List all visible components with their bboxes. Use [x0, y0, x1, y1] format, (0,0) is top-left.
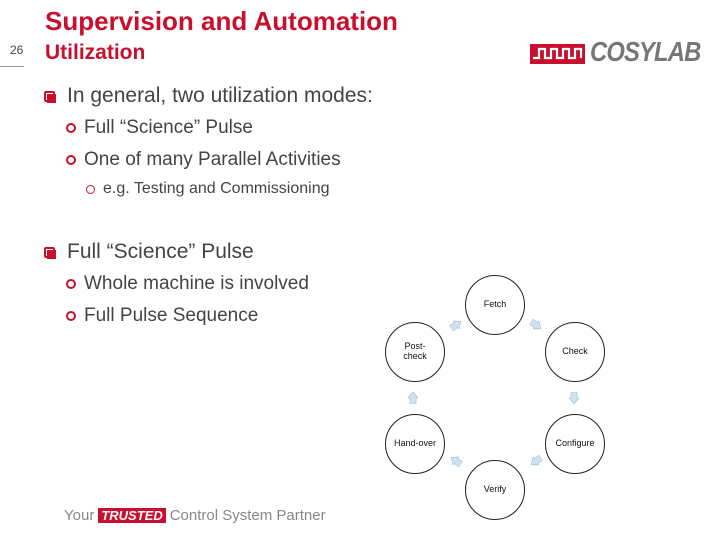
- section1-item-2: One of many Parallel Activities: [84, 149, 341, 170]
- cosylab-logo-icon: [530, 44, 585, 64]
- cycle-node-fetch: Fetch: [465, 275, 525, 335]
- square-bullet-icon: [44, 246, 56, 259]
- arrow-down-icon: [569, 392, 579, 404]
- cycle-node-post-check: Post-check: [385, 322, 445, 382]
- slide-number-rule: [0, 66, 24, 67]
- bullet-item: Full “Science” Pulse: [66, 117, 253, 139]
- arrow-up-right-icon: [448, 320, 462, 332]
- slide-number: 26: [10, 43, 24, 57]
- logo-text: COSYLAB: [590, 36, 701, 67]
- section1-item-1: Full “Science” Pulse: [84, 117, 253, 138]
- slide-title: Supervision and Automation: [45, 6, 398, 36]
- section1-subitem: e.g. Testing and Commissioning: [103, 180, 330, 197]
- square-bullet-icon: [44, 90, 56, 103]
- footer-prefix: Your: [64, 507, 95, 524]
- cycle-node-configure: Configure: [545, 414, 605, 474]
- ring-bullet-icon: [66, 279, 76, 289]
- cycle-node-hand-over: Hand-over: [385, 414, 445, 474]
- bullet-subitem: e.g. Testing and Commissioning: [86, 180, 330, 198]
- bullet-item: Whole machine is involved: [66, 273, 309, 295]
- ring-bullet-icon: [66, 155, 76, 165]
- footer-suffix: Control System Partner: [169, 507, 326, 524]
- arrow-down-left-icon: [530, 454, 544, 466]
- section2-item-1: Whole machine is involved: [84, 273, 309, 294]
- arrow-up-icon: [408, 392, 418, 404]
- footer-tagline: Your TRUSTED Control System Partner: [64, 507, 326, 524]
- bullet-section1: In general, two utilization modes:: [44, 84, 373, 108]
- ring-bullet-icon: [66, 123, 76, 133]
- pulse-cycle-diagram: Fetch Check Configure Verify Hand-over P…: [370, 270, 640, 520]
- bullet-section2: Full “Science” Pulse: [44, 240, 254, 264]
- section2-item-2: Full Pulse Sequence: [84, 305, 259, 326]
- section2-heading: Full “Science” Pulse: [67, 240, 254, 263]
- cycle-node-verify: Verify: [465, 460, 525, 520]
- bullet-item: Full Pulse Sequence: [66, 305, 258, 327]
- footer-trusted-badge: TRUSTED: [98, 508, 166, 523]
- section1-heading: In general, two utilization modes:: [67, 84, 373, 107]
- ring-bullet-icon: [86, 184, 95, 194]
- slide-subtitle: Utilization: [45, 41, 146, 64]
- ring-bullet-icon: [66, 311, 76, 321]
- arrow-up-left-icon: [450, 456, 464, 468]
- arrow-right-icon: [528, 318, 542, 330]
- bullet-item: One of many Parallel Activities: [66, 149, 341, 171]
- cycle-node-check: Check: [545, 322, 605, 382]
